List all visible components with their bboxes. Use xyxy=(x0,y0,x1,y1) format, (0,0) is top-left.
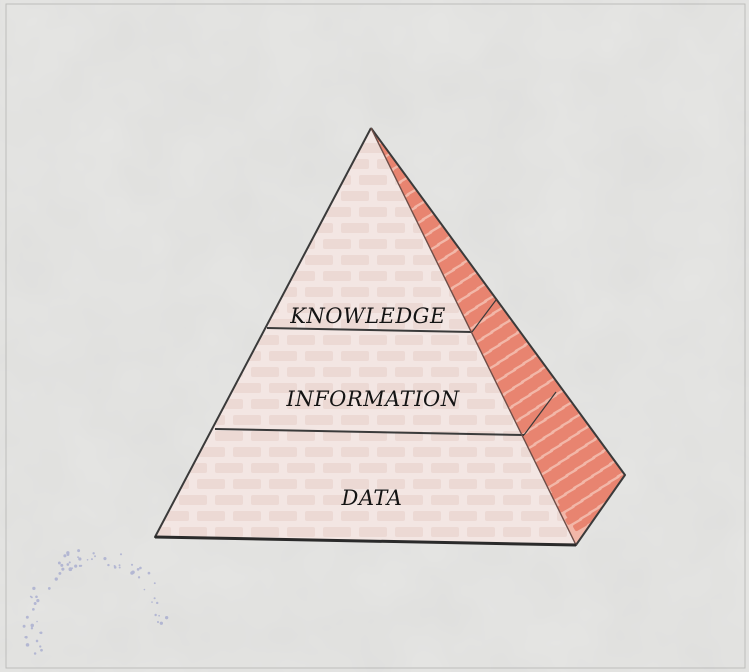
divider-knowledge-information-side xyxy=(471,299,497,333)
divider-information-data xyxy=(214,428,525,436)
layer-label-knowledge: KNOWLEDGE xyxy=(289,304,446,328)
divider-knowledge-information xyxy=(266,327,473,333)
pyramid-base-edge xyxy=(154,535,577,547)
page-border xyxy=(5,3,746,669)
divider-information-data-side xyxy=(523,391,557,436)
layer-label-information: INFORMATION xyxy=(285,387,459,411)
stamp-mark xyxy=(22,549,169,655)
layer-label-data: DATA xyxy=(341,486,403,510)
pyramid-front-right-edge xyxy=(370,127,577,546)
